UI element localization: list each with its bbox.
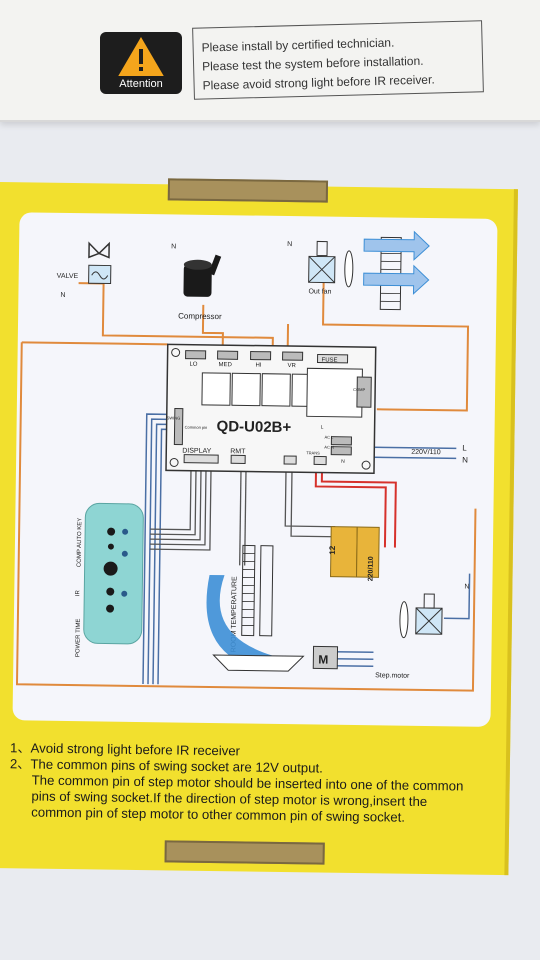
comp-label: COMP [353, 387, 365, 392]
line-l-label: L [462, 443, 467, 452]
swing-label: SWING [167, 415, 181, 420]
fuse-label: FUSE [321, 358, 337, 364]
display-label: DISPLAY [182, 448, 211, 455]
display-panel-remote [83, 502, 144, 645]
warning-triangle-icon [118, 37, 164, 76]
compressor-label: Compressor [178, 312, 222, 322]
valve-n-label: N [60, 292, 65, 299]
fan-n-label: N [287, 241, 292, 248]
product-box: VALVE N Compressor N Out fan N [0, 178, 518, 876]
airflow-arrows-icon [363, 230, 430, 311]
compressor-n-label: N [171, 243, 176, 250]
transformer-220-label: 220/110 [367, 556, 374, 581]
box-tab-top [167, 178, 329, 203]
transformer-12-label: 12 [328, 545, 337, 555]
comp-auto-key-label: COMP AUTO KEY [77, 518, 84, 568]
speed-hi-label: HI [255, 363, 261, 369]
speed-lo-label: LO [189, 362, 197, 368]
ac-n-label: AC N [324, 445, 334, 450]
compressor-icon [183, 254, 222, 297]
common-pin-label: Common pin [185, 425, 208, 430]
speed-med-label: MED [218, 362, 232, 368]
step-motor-icon [212, 645, 339, 672]
valve-icon [88, 241, 112, 285]
ir-label: IR [75, 589, 81, 596]
line-n-label: N [462, 455, 468, 464]
control-board [165, 343, 377, 475]
room-temperature-sensor [241, 544, 274, 637]
valve-label: VALVE [57, 273, 79, 280]
motor-label: M [318, 652, 328, 666]
trans-label: TRANS [306, 450, 320, 455]
attention-card: Attention Please install by certified te… [0, 0, 540, 122]
out-fan-icon [308, 240, 354, 288]
wiring-diagram: VALVE N Compressor N Out fan N [12, 212, 498, 727]
rmt-label: RMT [230, 448, 246, 455]
voltage-label: 220V/110 [411, 449, 441, 456]
speed-vr-label: VR [287, 363, 296, 369]
model-label: QD-U02B+ [216, 418, 291, 436]
notice-box: Please install by certified technician. … [192, 20, 484, 100]
transformer-icon [330, 526, 380, 578]
box-tab-bottom [164, 840, 325, 865]
ac-l-label: AC L [324, 435, 334, 440]
l-small-label: L [321, 425, 324, 431]
step-n-label: N [464, 584, 469, 591]
attention-label: Attention [119, 78, 163, 90]
power-time-label: POWER TIME [75, 619, 82, 658]
step-motor-label: Step.motor [375, 672, 410, 679]
room-temperature-label: ROOM TEMPERATURE [230, 576, 238, 652]
instruction-notes: 1、Avoid strong light before IR receiver … [9, 740, 490, 827]
attention-badge: Attention [100, 32, 182, 94]
n-small-label: N [341, 459, 345, 465]
indoor-fan-icon [399, 593, 443, 639]
airflow-blue-arrow-icon [206, 574, 274, 671]
out-fan-label: Out fan [308, 288, 331, 295]
wiring-diagram-svg: VALVE N Compressor N Out fan N [15, 230, 477, 692]
